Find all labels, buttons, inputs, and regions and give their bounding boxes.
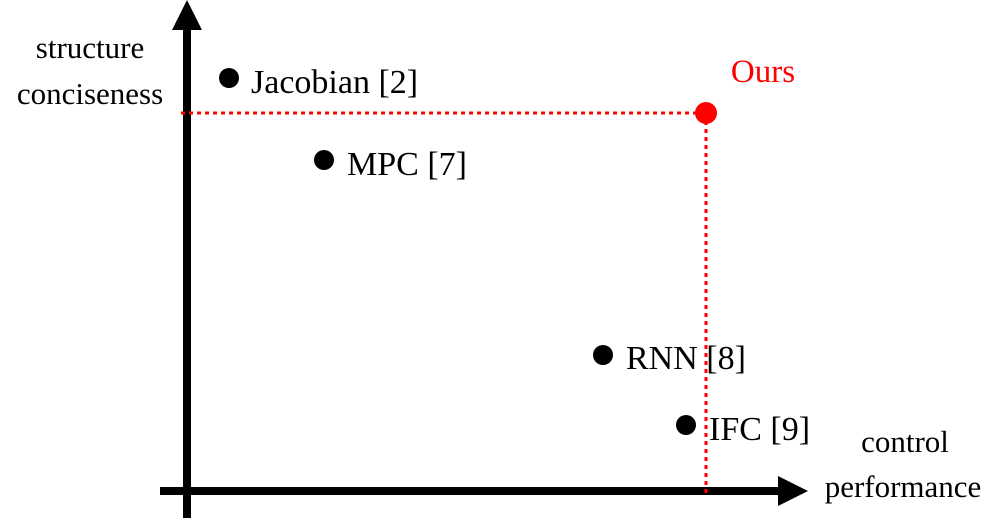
point-mpc (314, 150, 334, 170)
point-label-rnn: RNN [8] (626, 340, 746, 377)
y-axis-arrowhead (172, 0, 202, 30)
x-axis-label-line1: control (861, 424, 949, 459)
point-label-ifc: IFC [9] (709, 411, 810, 448)
point-ifc (676, 415, 696, 435)
y-axis-label-line2: conciseness (17, 76, 163, 111)
point-rnn (593, 345, 613, 365)
point-jacobian (219, 68, 239, 88)
point-label-ours: Ours (731, 54, 795, 90)
y-axis-label-line1: structure (36, 30, 144, 65)
point-label-mpc: MPC [7] (347, 146, 467, 183)
x-axis-arrowhead (778, 476, 808, 506)
point-ours (695, 102, 717, 124)
x-axis-label-line2: performance (825, 469, 982, 504)
point-label-jacobian: Jacobian [2] (251, 64, 418, 101)
